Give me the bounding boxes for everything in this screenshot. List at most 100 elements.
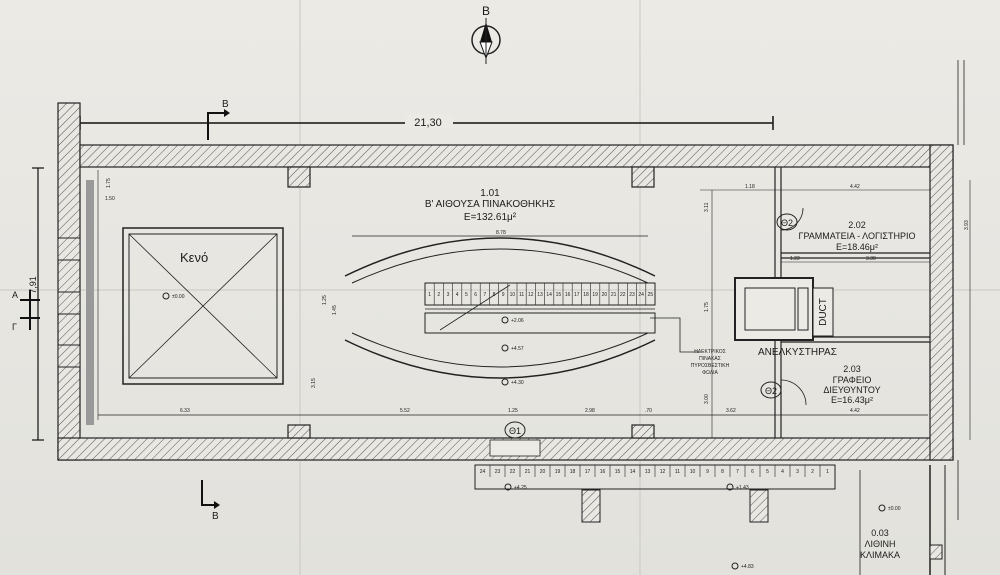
lower-stair-number: 20	[540, 469, 546, 475]
level-stair-low: +4.57	[511, 346, 524, 352]
room-101-name: Β' ΑΙΘΟΥΣΑ ΠΙΝΑΚΟΘΗΚΗΣ	[425, 199, 555, 210]
north-arrow-icon: B	[471, 4, 501, 64]
lower-stair-number: 24	[480, 469, 486, 475]
svg-text:2.98: 2.98	[585, 408, 595, 414]
upper-stair-number: 2	[437, 292, 440, 298]
upper-stair-number: 25	[648, 292, 654, 298]
upper-stair-number: 11	[519, 292, 524, 298]
svg-text:Θ1: Θ1	[509, 426, 521, 436]
lower-stair-number: 17	[585, 469, 591, 475]
right-facade-line	[957, 60, 965, 520]
upper-stair-number: 10	[510, 292, 516, 298]
svg-text:3.15: 3.15	[311, 378, 317, 388]
lower-stair-number: 1	[826, 469, 829, 475]
upper-stair-number: 16	[565, 292, 571, 298]
upper-stair-number: 9	[502, 292, 505, 298]
upper-stair-number: 12	[528, 292, 534, 298]
svg-text:5.52: 5.52	[400, 408, 410, 414]
room-203-number: 2.03	[843, 364, 861, 374]
lower-stair-number: 10	[690, 469, 696, 475]
duct-label: DUCT	[818, 298, 829, 326]
upper-stair-number: 22	[620, 292, 626, 298]
lower-stair-number: 21	[525, 469, 531, 475]
upper-stair-number: 19	[592, 292, 598, 298]
level-ext-right: +1.43	[736, 485, 749, 491]
void-level: ±0.00	[172, 294, 185, 300]
left-window-niches	[57, 180, 94, 425]
svg-text:1.22: 1.22	[790, 256, 800, 262]
lower-stair-number: 9	[706, 469, 709, 475]
panel-label-1: ΗΛΕΚΤΡΙΚΟΣ	[694, 349, 726, 355]
upper-stair-number: 6	[474, 292, 477, 298]
lower-stair-number: 18	[570, 469, 576, 475]
section-mark-left-a: A	[12, 290, 18, 300]
void-opening: Κενό ±0.00	[122, 227, 284, 385]
svg-text:4.42: 4.42	[850, 408, 860, 414]
door-tag-d2: Θ2	[760, 381, 782, 399]
lower-stair-number: 23	[495, 469, 501, 475]
void-label: Κενό	[180, 250, 208, 265]
right-dimension-lines: 1.18 4.42 1.22 3.30 3.11 1.75 3.00 3.93	[700, 180, 971, 440]
section-mark-left-icon: A Γ	[12, 290, 40, 332]
upper-stair-number: 8	[493, 292, 496, 298]
section-mark-top-icon: B	[207, 99, 230, 140]
stone-staircase: ±0.00 0.03 ΛΙΘΙΝΗ ΚΛΙΜΑΚΑ +4.83	[731, 465, 946, 575]
section-mark-bottom-label: B	[212, 511, 219, 522]
lower-stair-number: 16	[600, 469, 606, 475]
section-mark-bottom-icon: B	[201, 480, 220, 522]
overall-width-label: 21,30	[414, 117, 442, 129]
room-003-number: 0.03	[871, 528, 889, 538]
stair-span-label: 8.78	[496, 230, 506, 236]
upper-stair-number: 13	[537, 292, 543, 298]
room-101-area: E=132.61μ²	[464, 212, 517, 223]
lower-stair-number: 7	[736, 469, 739, 475]
left-dimension-lines: 1.75 1.50 1.45 1.25 3.15	[97, 170, 338, 420]
svg-text:1.45: 1.45	[332, 305, 338, 315]
svg-text:3.93: 3.93	[964, 220, 970, 230]
upper-stair-number: 5	[465, 292, 468, 298]
upper-stair-number: 14	[546, 292, 552, 298]
elevator-label: ΑΝΕΛΚΥΣΤΗΡΑΣ	[758, 347, 837, 358]
door-tag-d3: Θ1	[504, 421, 526, 439]
upper-stair-number: 21	[611, 292, 617, 298]
room-203-name-1: ΓΡΑΦΕΙΟ	[833, 375, 872, 385]
lower-stair-number: 22	[510, 469, 516, 475]
svg-text:4.42: 4.42	[850, 184, 860, 190]
upper-stair-number: 18	[583, 292, 589, 298]
room-203-area: E=16.43μ²	[831, 395, 873, 405]
svg-text:3.30: 3.30	[866, 256, 876, 262]
svg-text:1.18: 1.18	[745, 184, 755, 190]
bottom-dimension-line: 6.33 5.52 1.25 2.98 .70 3.62 4.42	[98, 408, 928, 416]
room-202-area: E=18.46μ²	[836, 242, 878, 252]
svg-text:3.62: 3.62	[726, 408, 736, 414]
lower-stair-number: 6	[751, 469, 754, 475]
room-003-name-1: ΛΙΘΙΝΗ	[864, 539, 895, 549]
upper-stair-number: 1	[428, 292, 431, 298]
lower-stair-number: 5	[766, 469, 769, 475]
section-mark-top-label: B	[222, 99, 229, 110]
svg-text:Θ2: Θ2	[765, 386, 777, 396]
panel-label-3: ΠΥΡΟΣΒΕΣΤΙΚΗ	[691, 363, 730, 369]
north-label: B	[482, 4, 490, 18]
svg-text:3.00: 3.00	[704, 394, 710, 404]
upper-stair-number: 7	[483, 292, 486, 298]
door-swings	[489, 207, 807, 457]
upper-stair-number: 20	[602, 292, 608, 298]
svg-text:Θ2: Θ2	[781, 218, 793, 228]
room-203-label: 2.03 ΓΡΑΦΕΙΟ ΔΙΕΥΘΥΝΤΟΥ E=16.43μ²	[823, 364, 880, 405]
lower-stair-number: 15	[615, 469, 621, 475]
lower-stair-number: 3	[796, 469, 799, 475]
lower-stair-number: 11	[675, 469, 680, 475]
room-003-name-2: ΚΛΙΜΑΚΑ	[860, 550, 900, 560]
svg-text:1.50: 1.50	[105, 196, 115, 202]
lower-stair-number: 12	[660, 469, 666, 475]
room-101-label: 1.01 Β' ΑΙΘΟΥΣΑ ΠΙΝΑΚΟΘΗΚΗΣ E=132.61μ²	[425, 188, 555, 223]
svg-text:1.25: 1.25	[322, 295, 328, 305]
svg-text:3.11: 3.11	[704, 202, 710, 212]
room-202-number: 2.02	[848, 220, 866, 230]
